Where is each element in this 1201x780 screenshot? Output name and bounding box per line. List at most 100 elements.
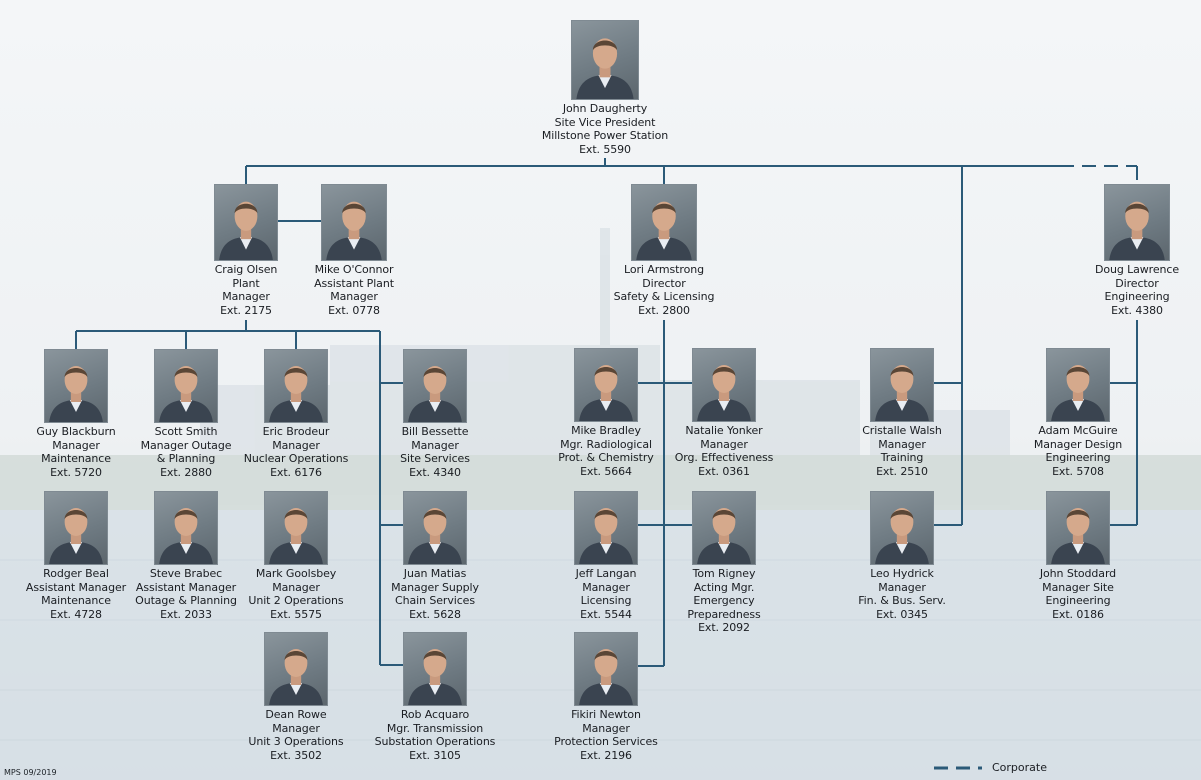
person-silhouette-icon <box>159 508 213 564</box>
portrait-photo <box>692 491 756 565</box>
person-name: Lori Armstrong <box>624 263 704 276</box>
portrait-photo <box>264 349 328 423</box>
person-title-line: Manager <box>330 290 378 303</box>
person-extension: Ext. 2175 <box>220 303 272 317</box>
person-extension: Ext. 2033 <box>160 607 212 621</box>
person-extension: Ext. 4728 <box>50 607 102 621</box>
person-extension: Ext. 2880 <box>160 465 212 479</box>
person-name: Tom Rigney <box>692 567 756 580</box>
person-title-line: Maintenance <box>41 452 111 465</box>
portrait-photo <box>692 348 756 422</box>
person-extension: Ext. 5720 <box>50 465 102 479</box>
person-title-line: Manager <box>52 438 100 452</box>
person-extension: Ext. 0361 <box>698 464 750 478</box>
person-title-line: Manager Outage <box>140 438 232 452</box>
person-silhouette-icon <box>219 201 273 260</box>
person-title-line: & Planning <box>156 452 216 465</box>
dashed-line-legend-icon <box>934 766 982 769</box>
person-title-line: Manager <box>272 438 320 452</box>
person-title-line: Assistant Plant <box>314 276 394 290</box>
person-silhouette-icon <box>269 508 323 564</box>
portrait-photo <box>154 491 218 565</box>
person-extension: Ext. 4340 <box>409 465 461 479</box>
person-extension: Ext. 5575 <box>270 607 322 621</box>
person-silhouette-icon <box>875 508 929 564</box>
person-name: Fikiri Newton <box>571 708 641 721</box>
person-name: Dean Rowe <box>265 708 327 721</box>
person-title-line: Substation Operations <box>374 735 496 748</box>
person-title-line: Training <box>880 451 924 464</box>
person-title-line: Protection Services <box>554 735 658 748</box>
person-title-line: Licensing <box>580 594 632 607</box>
person-silhouette-icon <box>408 649 462 705</box>
person-title-line: Assistant Manager <box>25 580 127 594</box>
person-title-line: Assistant Manager <box>135 580 237 594</box>
person-title-line: Maintenance <box>41 594 111 607</box>
person-title-line: Engineering <box>1045 594 1111 607</box>
person-name: Cristalle Walsh <box>862 424 942 437</box>
person-title-line: Site Vice President <box>554 115 656 129</box>
person-silhouette-icon <box>1051 508 1105 564</box>
person-title-line: Manager <box>272 580 320 594</box>
person-extension: Ext. 0345 <box>876 607 928 621</box>
person-extension: Ext. 2800 <box>638 303 690 317</box>
person-extension: Ext. 5664 <box>580 464 632 478</box>
person-title-line: Manager Site <box>1042 580 1114 594</box>
person-silhouette-icon <box>49 366 103 422</box>
person-title-line: Emergency <box>693 594 755 607</box>
person-title-line: Acting Mgr. <box>693 580 755 594</box>
person-title-line: Prot. & Chemistry <box>558 451 654 464</box>
person-silhouette-icon <box>875 365 929 421</box>
person-name: Adam McGuire <box>1038 424 1118 437</box>
legend-label: Corporate <box>992 761 1047 774</box>
person-silhouette-icon <box>579 649 633 705</box>
footer-code: MPS 09/2019 <box>4 768 57 777</box>
person-title-line: Manager Supply <box>391 580 479 594</box>
portrait-photo <box>574 491 638 565</box>
portrait-photo <box>264 491 328 565</box>
person-silhouette-icon <box>636 201 692 260</box>
portrait-photo <box>44 491 108 565</box>
person-extension: Ext. 5708 <box>1052 464 1104 478</box>
person-name: Juan Matias <box>403 567 467 580</box>
person-extension: Ext. 2196 <box>580 748 632 762</box>
person-silhouette-icon <box>576 38 634 99</box>
person-extension: Ext. 3502 <box>270 748 322 762</box>
person-name: Bill Bessette <box>401 425 469 438</box>
portrait-photo <box>321 184 387 261</box>
person-name: Steve Brabec <box>149 567 223 580</box>
person-silhouette-icon <box>697 508 751 564</box>
person-name: John Daugherty <box>562 102 648 115</box>
person-title-line: Manager <box>878 437 926 451</box>
person-title-line: Mgr. Radiological <box>560 437 652 451</box>
person-silhouette-icon <box>269 366 323 422</box>
person-title-line: Manager <box>582 580 630 594</box>
person-title-line: Manager <box>700 437 748 451</box>
portrait-photo <box>44 349 108 423</box>
person-title-line: Engineering <box>1045 451 1111 464</box>
person-title-line: Preparedness <box>687 607 761 621</box>
person-title-line: Mgr. Transmission <box>386 721 484 735</box>
portrait-photo <box>1046 348 1110 422</box>
person-extension: Ext. 0778 <box>328 303 380 317</box>
person-title-line: Unit 2 Operations <box>248 594 344 607</box>
portrait-photo <box>403 349 467 423</box>
legend: Corporate <box>934 761 1047 774</box>
